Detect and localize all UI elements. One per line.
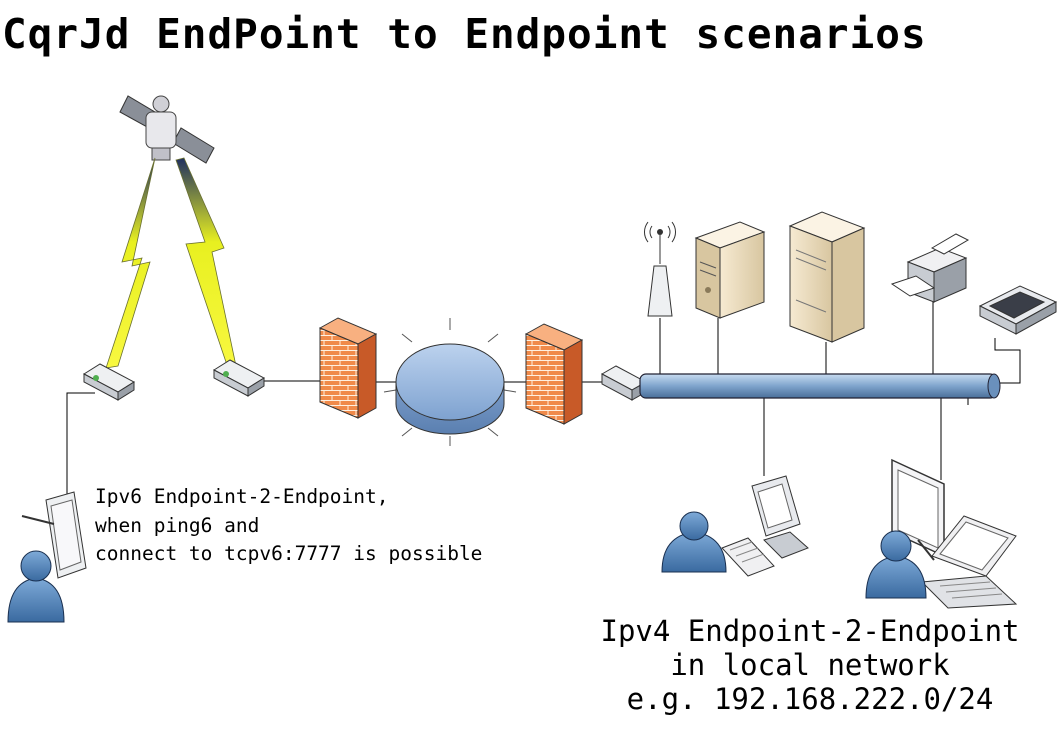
scanner-icon (978, 285, 1058, 335)
modem-icon (82, 363, 136, 401)
network-bus-icon (639, 373, 1001, 399)
printer-icon (890, 233, 970, 303)
ipv6-note: Ipv6 Endpoint-2-Endpoint, when ping6 and c… (95, 483, 482, 569)
user-icon (865, 530, 927, 599)
firewall-icon (524, 323, 584, 425)
antenna-icon (644, 221, 676, 317)
monitor-icon (751, 475, 809, 559)
page-title: CqrJd EndPoint to Endpoint scenarios (2, 10, 927, 58)
keyboard-icon (721, 537, 775, 577)
tablet-icon (21, 491, 87, 579)
connection-lines (66, 302, 1021, 520)
lightning-icon (105, 157, 237, 369)
network-cloud-icon (383, 318, 517, 446)
ipv6-note-line: connect to tcpv6:7777 is possible (95, 542, 483, 565)
ipv4-note-line: in local network (670, 648, 950, 682)
firewall-icon (318, 317, 378, 419)
user-icon (7, 550, 65, 623)
modem-icon (212, 359, 266, 397)
ipv6-note-line: Ipv6 Endpoint-2-Endpoint, (95, 485, 389, 508)
server-icon (694, 221, 766, 319)
satellite-icon (119, 95, 215, 164)
user-icon (661, 511, 727, 573)
ipv6-note-line: when ping6 and (95, 513, 260, 537)
laptop-icon (920, 515, 1018, 609)
ipv4-note-line: Ipv4 Endpoint-2-Endpoint (600, 614, 1020, 648)
server-icon (788, 211, 866, 343)
ipv4-note-line: e.g. 192.168.222.0/24 (626, 682, 994, 716)
